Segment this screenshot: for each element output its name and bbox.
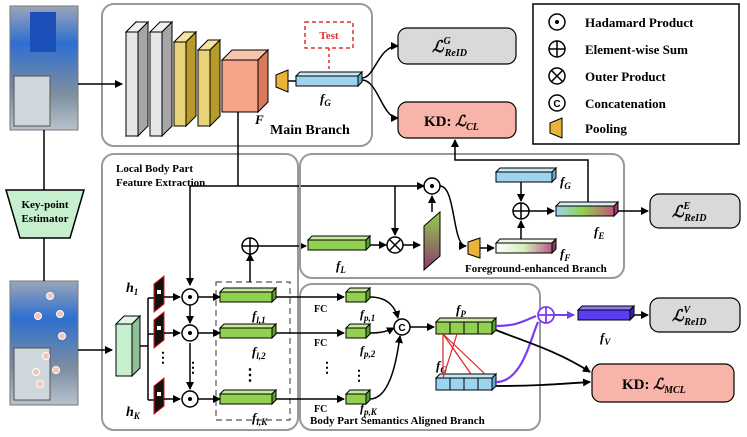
enhanced-feature-fE	[554, 200, 620, 218]
global-feature-fG	[294, 70, 364, 88]
hadamard-product-icon	[548, 13, 566, 31]
local-feature-fl1	[218, 286, 278, 304]
fP-label: fP	[456, 302, 466, 319]
foreground-title: Foreground-enhanced Branch	[465, 263, 607, 275]
legend-label-3: Outer Product	[585, 69, 666, 84]
fc-label-K: FC	[314, 404, 327, 415]
element-wise-sum-icon	[548, 40, 566, 58]
heatmap-hK	[148, 376, 165, 416]
feature-map-F-label: F	[254, 112, 264, 127]
element-wise-sum-node-semantic	[537, 306, 555, 324]
feature-map-F	[220, 48, 270, 114]
fl1-label: fl,1	[252, 308, 266, 325]
element-wise-sum-node-local	[241, 237, 259, 255]
fp-dots: ⋮	[352, 369, 366, 384]
fL-label: fL	[336, 258, 346, 275]
heatmap-h1	[148, 274, 165, 314]
hadamard-dots: ⋮	[186, 361, 200, 376]
local-feature-flK	[218, 388, 278, 406]
local-title-2: Feature Extraction	[116, 177, 205, 189]
svg-text:KD: ℒCL: KD: ℒCL	[424, 114, 479, 133]
concatenation-node: C	[393, 318, 411, 336]
legend: Hadamard Product Element-wise Sum Outer …	[532, 3, 740, 145]
part-feature-fP	[434, 316, 498, 336]
outer-product-icon	[548, 67, 566, 85]
keypoint-label-2: Estimator	[21, 213, 68, 225]
fc-dots: ⋮	[320, 361, 334, 376]
flK-label: fl,K	[252, 410, 268, 427]
keypoint-feature-block	[114, 314, 142, 378]
fG-label: fG	[320, 91, 331, 108]
main-branch-box	[101, 3, 373, 147]
element-wise-sum-node-foreground	[512, 202, 530, 220]
svg-text:C: C	[398, 323, 405, 334]
pooling-legend-icon	[549, 117, 563, 139]
svg-text:KD: ℒMCL: KD: ℒMCL	[622, 377, 686, 396]
fV-label: fV	[600, 330, 611, 347]
legend-label-2: Element-wise Sum	[585, 42, 688, 57]
test-label: Test	[319, 30, 338, 42]
seg-fG-label: fG	[436, 358, 447, 375]
hK-label: hK	[126, 405, 141, 421]
input-image-top	[9, 5, 79, 131]
fc-label-1: FC	[314, 304, 327, 315]
visible-feature-fV	[576, 304, 636, 322]
local-feature-dots: ⋮	[242, 367, 258, 384]
fE-label: fE	[594, 224, 604, 241]
semantics-branch-box	[299, 283, 541, 431]
foreground-global-fG	[494, 166, 558, 184]
fore-fG-label: fG	[560, 174, 571, 191]
pooling-icon	[275, 69, 289, 93]
local-features-dashed-box	[215, 281, 291, 421]
fpK-label: fp,K	[360, 401, 378, 417]
local-title-1: Local Body Part	[116, 163, 193, 175]
local-feature-fl2	[218, 322, 278, 340]
foreground-branch-box	[299, 153, 625, 279]
pooling-icon-foreground	[467, 237, 481, 259]
legend-label-4: Concatenation	[585, 96, 667, 111]
hadamard-node-foreground	[423, 177, 441, 195]
semantics-title: Body Part Semantics Aligned Branch	[310, 415, 485, 427]
loss-kd-cl: KD: ℒCL	[397, 101, 517, 139]
backbone-layers	[124, 20, 270, 138]
hadamard-node-2	[181, 324, 199, 342]
hadamard-node-K	[181, 390, 199, 408]
legend-label-1: Hadamard Product	[585, 15, 694, 30]
concatenation-icon: C	[548, 94, 566, 112]
input-image-bottom	[9, 280, 79, 406]
heatmap-h2	[148, 310, 165, 350]
global-feature-fG-segmented	[434, 372, 498, 392]
part-feature-fp2	[344, 322, 372, 340]
local-branch-box	[101, 153, 299, 431]
loss-kd-mcl: KD: ℒMCL	[591, 363, 735, 403]
heatmap-dots: ⋮	[156, 351, 170, 366]
test-box: Test	[304, 21, 354, 72]
fp1-label: fp,1	[360, 307, 375, 323]
svg-text:C: C	[553, 99, 560, 110]
keypoint-estimator: Key-point Estimator	[5, 189, 85, 239]
fp2-label: fp,2	[360, 343, 376, 359]
h1-label: h1	[126, 281, 138, 297]
legend-label-5: Pooling	[585, 121, 627, 136]
main-branch-title: Main Branch	[270, 123, 350, 138]
attention-map	[423, 210, 441, 272]
fF-label: fF	[560, 246, 570, 263]
outer-product-node	[386, 236, 404, 254]
local-aggregate-fL	[306, 234, 372, 252]
alignment-lines	[442, 333, 486, 379]
keypoint-label-1: Key-point	[21, 199, 68, 211]
fc-label-2: FC	[314, 338, 327, 349]
fl2-label: fl,2	[252, 344, 266, 361]
part-feature-fpK	[344, 388, 372, 406]
part-feature-fp1	[344, 286, 372, 304]
hadamard-node-1	[181, 288, 199, 306]
foreground-feature-fF	[494, 237, 558, 255]
